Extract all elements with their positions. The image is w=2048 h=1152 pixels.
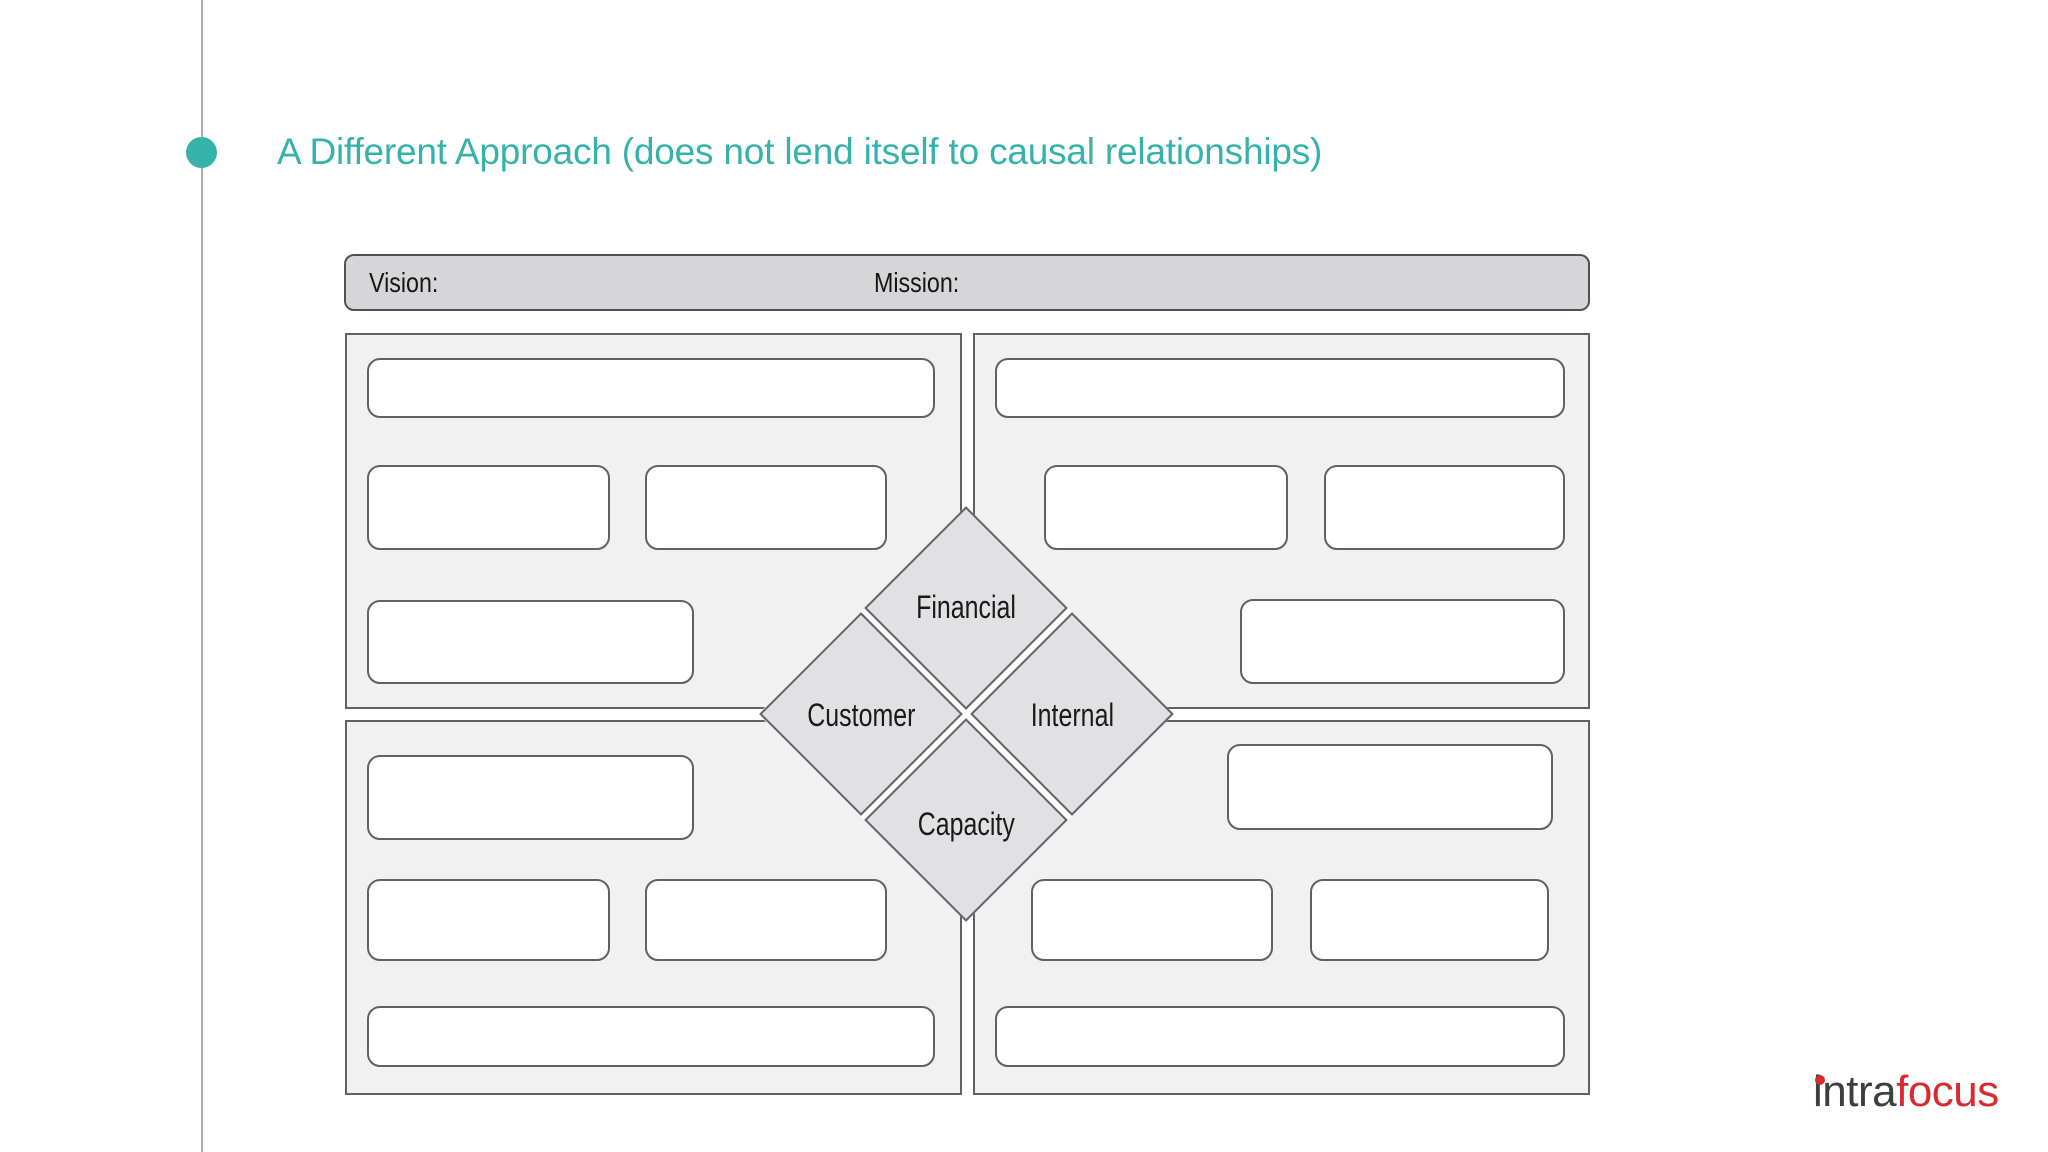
placeholder-box (995, 1006, 1565, 1067)
vision-label: Vision: (369, 266, 439, 298)
placeholder-box (995, 358, 1565, 418)
placeholder-box (367, 1006, 935, 1067)
placeholder-box (1031, 879, 1273, 961)
placeholder-box (1324, 465, 1565, 550)
perspective-label-internal: Internal (1030, 697, 1114, 733)
slide-title: A Different Approach (does not lend itse… (277, 131, 1323, 172)
perspective-label-financial: Financial (916, 589, 1016, 625)
placeholder-box (367, 879, 610, 961)
logo-i-dot-icon (1815, 1075, 1825, 1085)
logo-intra-text: intra (1813, 1067, 1897, 1116)
placeholder-box (1227, 744, 1553, 830)
vision-mission-bar: Vision: Mission: (344, 254, 1590, 311)
perspective-label-customer: Customer (806, 697, 916, 733)
perspective-label-capacity: Capacity (917, 806, 1015, 842)
mission-label: Mission: (874, 266, 960, 298)
placeholder-box (1044, 465, 1288, 550)
placeholder-box (367, 358, 935, 418)
placeholder-box (367, 600, 694, 684)
placeholder-box (367, 465, 610, 550)
title-bullet-icon (186, 137, 217, 168)
placeholder-box (1310, 879, 1549, 961)
placeholder-box (645, 465, 887, 550)
placeholder-box (367, 755, 694, 840)
placeholder-box (1240, 599, 1565, 684)
placeholder-box (645, 879, 887, 961)
logo-focus-text: focus (1896, 1067, 1999, 1116)
left-accent-line (201, 0, 203, 1152)
